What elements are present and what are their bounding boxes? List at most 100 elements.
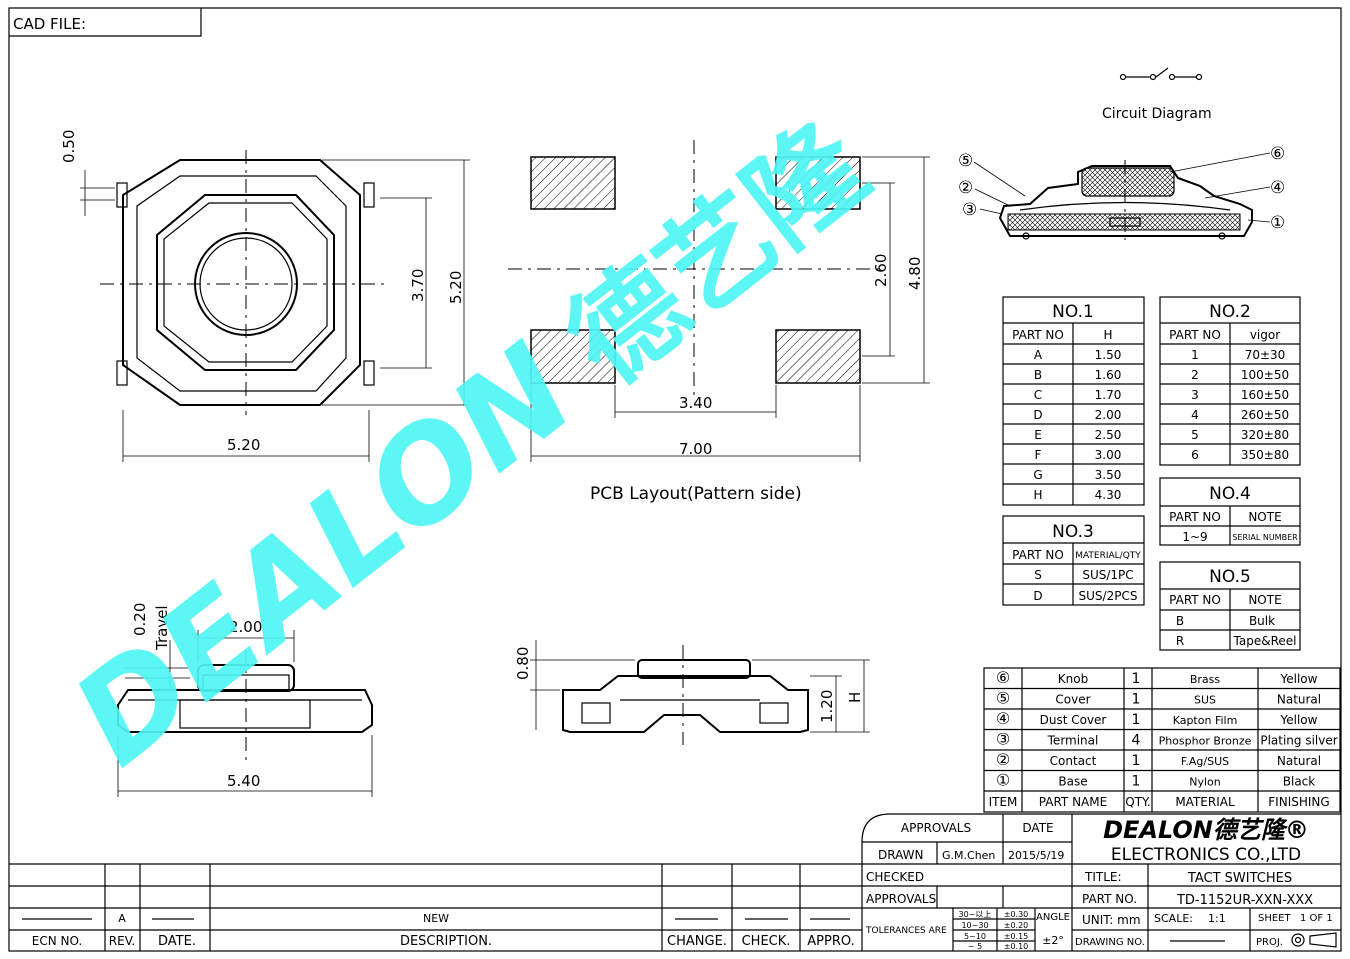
side-view: 0.20 Travel 2.00 5.40 — [117, 603, 373, 797]
tol-value: ±0.20 — [1004, 921, 1029, 930]
bom-cell: 1 — [1132, 692, 1141, 708]
scale-label: SCALE: — [1154, 912, 1193, 925]
top-view: 0.50 3.70 5.20 5.20 — [60, 130, 470, 462]
table-no3: NO.3 PART NO MATERIAL/QTY S SUS/1PC D SU… — [1002, 515, 1145, 606]
bom-cell: 1 — [1132, 712, 1141, 728]
dim-2-60: 2.60 — [872, 254, 890, 287]
bom-cell: Kapton Film — [1173, 714, 1238, 727]
no4-header-note: NOTE — [1248, 510, 1281, 524]
tol-value: ±0.10 — [1004, 942, 1029, 951]
sheet-value: 1 OF 1 — [1300, 913, 1333, 924]
bom-cell: Base — [1058, 775, 1087, 789]
table-no5: NO.5 PART NO NOTE B Bulk R Tape&Reel — [1159, 561, 1301, 651]
no5-cell: B — [1176, 614, 1184, 628]
bom-cell: Terminal — [1047, 734, 1099, 748]
no3-cell: D — [1033, 589, 1042, 603]
no1-title: NO.1 — [1052, 302, 1094, 322]
callout-3: ③ — [962, 200, 977, 220]
bom-cell: 1 — [1132, 774, 1141, 790]
dim-h: H — [846, 692, 864, 703]
no3-cell: SUS/1PC — [1082, 568, 1133, 582]
approvals-label: APPROVALS — [866, 892, 936, 906]
watermark-text: DEALON — [47, 316, 600, 794]
bom-cell: F.Ag/SUS — [1181, 755, 1229, 768]
no2-cell: 320±80 — [1241, 428, 1289, 442]
bom-cell: ① — [996, 771, 1010, 790]
dim-0-20: 0.20 — [131, 603, 149, 636]
title-block: APPROVALS DATE DRAWN G.M.Chen 2015/5/19 … — [9, 813, 1341, 951]
no2-cell: 160±50 — [1241, 388, 1289, 402]
no2-cell: 70±30 — [1245, 348, 1286, 362]
angle-value: ±2° — [1042, 934, 1064, 947]
no4-cell: SERIAL NUMBER — [1232, 533, 1298, 542]
dim-7-00: 7.00 — [679, 440, 712, 458]
bom-cell: Black — [1283, 775, 1316, 789]
tol-range: 30~以上 — [959, 910, 992, 919]
company-name: ELECTRONICS CO.,LTD — [1111, 845, 1301, 865]
bom-cell: 1 — [1132, 671, 1141, 687]
rev-header: APPRO. — [807, 934, 854, 949]
callout-5: ⑤ — [958, 151, 973, 171]
no1-cell: 3.00 — [1095, 448, 1122, 462]
dim-5-20-vertical: 5.20 — [447, 271, 465, 304]
rev-header: DESCRIPTION. — [400, 934, 492, 949]
dim-2-00: 2.00 — [229, 618, 262, 636]
pcb-pad — [530, 156, 616, 210]
bom-header: QTY. — [1125, 795, 1151, 809]
rev-description: NEW — [423, 912, 449, 925]
dim-0-80: 0.80 — [514, 647, 532, 680]
tol-range: ~ 5 — [968, 942, 982, 951]
bom-cell: Knob — [1058, 672, 1088, 686]
no1-cell: 1.60 — [1095, 368, 1122, 382]
pcb-layout: 2.60 4.80 3.40 7.00 PCB Layout(Pattern s… — [508, 140, 930, 504]
no2-cell: 3 — [1191, 388, 1199, 402]
bom-cell: Yellow — [1280, 672, 1318, 686]
front-view: 0.80 1.20 H — [514, 640, 870, 745]
pcb-pad — [775, 156, 861, 210]
bom-cell: ⑤ — [996, 689, 1010, 708]
cross-section: ⑤ ② ③ ⑥ ④ ① — [958, 144, 1285, 240]
rev-header: ECN NO. — [32, 934, 83, 948]
company-logo: DEALON德艺隆® — [1103, 816, 1309, 844]
bom-cell: Plating silver — [1260, 734, 1337, 748]
no1-cell: 1.70 — [1095, 388, 1122, 402]
no2-title: NO.2 — [1209, 302, 1251, 322]
no1-cell: C — [1034, 388, 1042, 402]
bom-cell: ③ — [996, 730, 1010, 749]
tol-value: ±0.30 — [1004, 910, 1029, 919]
sheet-border — [8, 7, 1342, 952]
no5-header-partno: PART NO — [1169, 593, 1221, 607]
no4-cell: 1~9 — [1182, 530, 1207, 544]
no1-cell: B — [1034, 368, 1042, 382]
no5-title: NO.5 — [1209, 567, 1251, 587]
projection-symbol-icon — [1291, 933, 1305, 947]
no2-cell: 2 — [1191, 368, 1199, 382]
angle-label: ANGLE — [1036, 912, 1070, 923]
date-header: DATE — [1022, 821, 1053, 835]
sheet-label: SHEET — [1258, 913, 1292, 924]
rev-header: CHECK. — [742, 934, 791, 949]
callout-1: ① — [1270, 213, 1285, 233]
callout-4: ④ — [1270, 178, 1285, 198]
dim-1-20: 1.20 — [818, 690, 836, 723]
no3-title: NO.3 — [1052, 522, 1094, 542]
bom-cell: 4 — [1132, 733, 1141, 749]
no3-cell: SUS/2PCS — [1079, 589, 1138, 603]
bom-cell: Natural — [1277, 754, 1321, 768]
bom-header: PART NAME — [1039, 795, 1107, 809]
drawn-by: G.M.Chen — [942, 849, 995, 862]
part-number: TD-1152UR-XXN-XXX — [1176, 893, 1313, 908]
no2-cell: 100±50 — [1241, 368, 1289, 382]
dim-5-40: 5.40 — [227, 772, 260, 790]
rev-value: A — [118, 912, 126, 925]
no5-header-note: NOTE — [1248, 593, 1281, 607]
bom-cell: Dust Cover — [1040, 713, 1107, 727]
no1-cell: 3.50 — [1095, 468, 1122, 482]
bom-cell: SUS — [1194, 694, 1216, 707]
scale-value: 1:1 — [1208, 912, 1226, 925]
dim-5-20-horizontal: 5.20 — [227, 436, 260, 454]
no2-cell: 260±50 — [1241, 408, 1289, 422]
rev-header: CHANGE. — [667, 934, 727, 949]
